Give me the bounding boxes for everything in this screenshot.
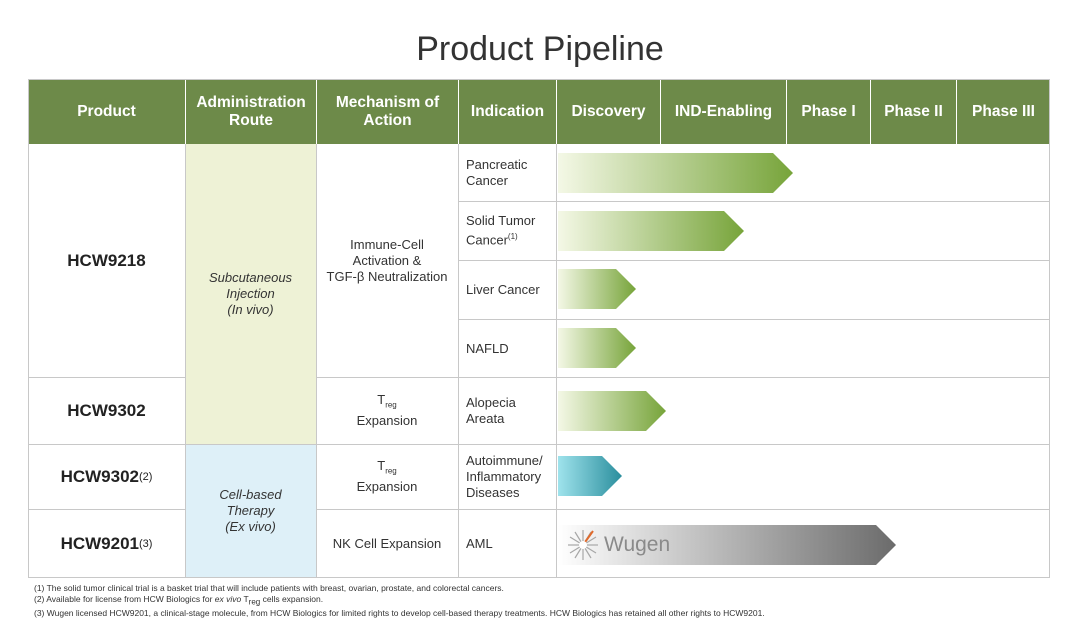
route-cell-based-bg [185, 444, 316, 578]
page-title: Product Pipeline [416, 30, 664, 68]
progress-arrow-solid-tumor [558, 211, 744, 251]
header-phase-2: Phase II [870, 79, 956, 144]
header-discovery: Discovery [556, 79, 660, 144]
footnotes: (1) The solid tumor clinical trial is a … [34, 583, 765, 619]
progress-arrow-aml [558, 525, 896, 565]
header-indication: Indication [458, 79, 556, 144]
progress-arrow-autoimmune [558, 456, 622, 496]
product-hcw9218: HCW9218 [67, 250, 146, 270]
header-product: Product [28, 79, 185, 144]
route-subcutaneous-bg [185, 144, 316, 444]
footnote-2: (2) Available for license from HCW Biolo… [34, 594, 324, 607]
product-hcw9302-cell-based: HCW9302(2) [60, 466, 153, 486]
header-phase-3: Phase III [956, 79, 1050, 144]
progress-arrow-shape [558, 391, 666, 431]
progress-arrow-shape [558, 456, 622, 496]
progress-arrow-shape [558, 328, 636, 368]
product-hcw9201: HCW9201(3) [60, 533, 153, 553]
product-hcw9302: HCW9302 [67, 400, 146, 420]
header-phase-1: Phase I [786, 79, 870, 144]
mechanism-nk-cell: NK Cell Expansion [332, 536, 442, 551]
route-cell-based: Cell-based Therapy (Ex vivo) [219, 487, 282, 534]
pipeline-table: Product Administration Route Mechanism o… [28, 79, 1050, 578]
wugen-burst-icon [568, 530, 598, 560]
header-administration-route: Administration Route [185, 79, 316, 144]
progress-arrow-shape [558, 525, 896, 565]
footnote-3: (3) Wugen licensed HCW9201, a clinical-s… [34, 607, 765, 618]
progress-arrow-nafld [558, 328, 636, 368]
progress-arrow-shape [558, 153, 793, 193]
indication-nafld: NAFLD [466, 340, 509, 356]
route-subcutaneous: Subcutaneous Injection (In vivo) [208, 270, 293, 317]
progress-arrow-alopecia [558, 391, 666, 431]
indication-aml: AML [466, 536, 493, 551]
wugen-logo: Wugen [566, 525, 670, 565]
footnote-1: (1) The solid tumor clinical trial is a … [34, 583, 504, 593]
mechanism-immune-cell: Immune-Cell Activation & TGF-β Neutraliz… [326, 236, 448, 284]
mechanism-treg-expansion: Treg Expansion [356, 391, 418, 429]
header-ind-enabling: IND-Enabling [660, 79, 786, 144]
progress-arrow-shape [558, 211, 744, 251]
progress-arrow-pancreatic [558, 153, 793, 193]
header-mechanism: Mechanism of Action [316, 79, 458, 144]
progress-arrow-liver [558, 269, 636, 309]
progress-arrow-shape [558, 269, 636, 309]
mechanism-treg-expansion-cell: Treg Expansion [356, 457, 418, 495]
indication-liver: Liver Cancer [466, 282, 540, 297]
